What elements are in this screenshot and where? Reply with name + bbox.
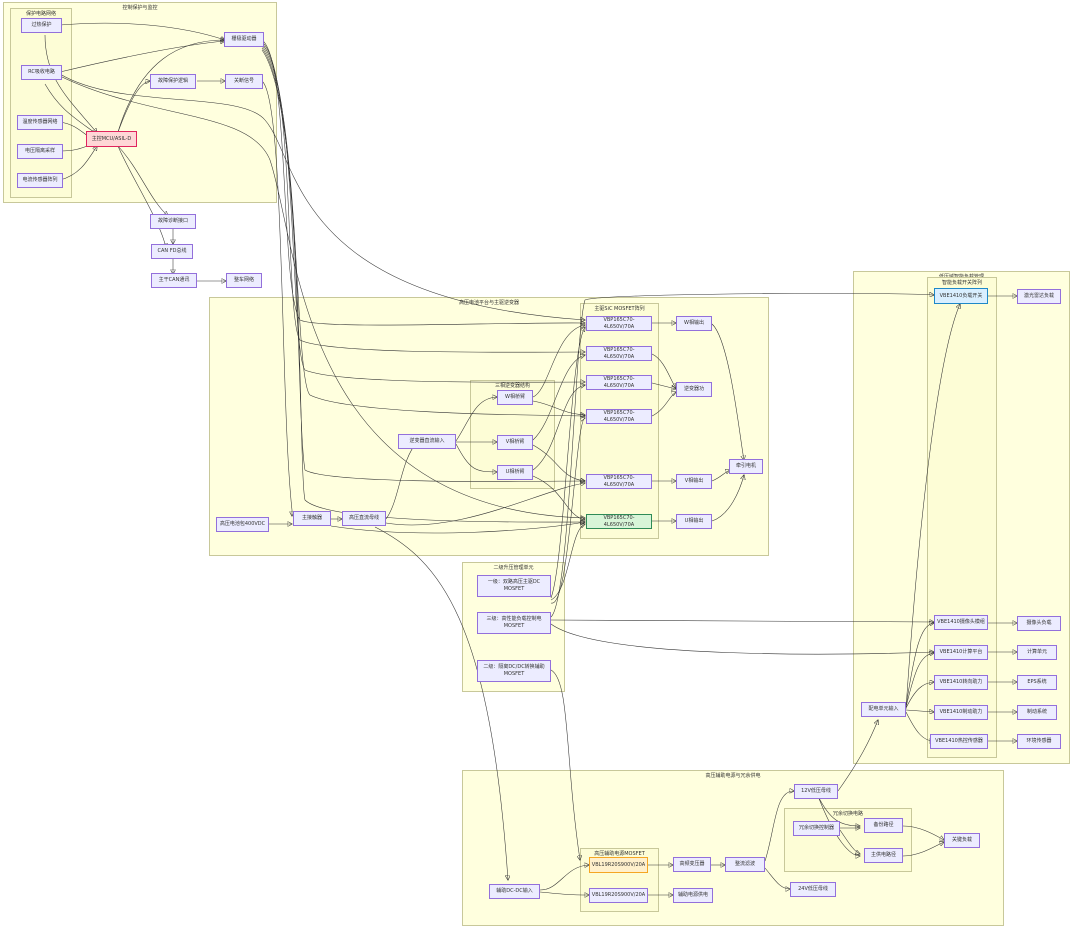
- node-load-eps: EPS系统: [1017, 675, 1057, 690]
- node-hv-battery: 高压电池包400VDC: [216, 517, 269, 532]
- group-title-smart-switch: 智能负载开关阵列: [941, 280, 982, 286]
- node-backup-path: 备份路径: [864, 818, 903, 833]
- node-load-env: 环境传感器: [1017, 734, 1061, 749]
- node-switch-eps: VBE1410转向助力: [934, 675, 988, 690]
- node-gate-driver: 栅极驱动器: [224, 32, 264, 47]
- group-title-main-mos: 主驱SiC MOSFET阵列: [594, 306, 645, 312]
- node-hf-transformer: 高频变压器: [673, 857, 711, 872]
- node-vbl-1: VBL19R20S900V/20A: [589, 857, 648, 873]
- node-v-bridge: V相桥臂: [497, 435, 533, 450]
- node-dc-stage-3: 三级：高性能负载控制电 MOSFET: [477, 612, 551, 634]
- group-title-dcdc: 二级升压管理单元: [493, 565, 534, 571]
- node-mos-6: VBP165C70-4L650V/70A: [586, 514, 652, 529]
- group-title-aux: 高压辅助电源与冗余供电: [705, 773, 761, 779]
- node-aux-power: 辅助电源供电: [673, 888, 713, 903]
- node-w-bridge: W相桥臂: [497, 390, 533, 405]
- node-bus-12v: 12V低压母线: [794, 784, 838, 799]
- node-overtemp: 过热保护: [21, 18, 62, 33]
- node-rectifier: 整流滤波: [725, 857, 765, 872]
- node-cur-array: 电流传感器阵列: [17, 173, 63, 188]
- group-protect-net: 保护电路网络: [10, 8, 72, 198]
- node-mos-3: VBP165C70-4L650V/70A: [586, 375, 652, 390]
- group-title-three-phase: 三相逆变器结构: [494, 383, 530, 389]
- node-bus-24v: 24V低压母线: [790, 882, 836, 897]
- node-mcu: 主控MCU/ASIL-D: [86, 131, 137, 147]
- node-rc-snubber: RC吸收电路: [21, 65, 62, 80]
- node-u-bridge: U相桥臂: [497, 465, 533, 480]
- node-mos-5: VBP165C70-4L650V/70A: [586, 474, 652, 489]
- node-hv-bus: 高压直流母线: [342, 511, 386, 526]
- node-load-lidar: 激光雷达负载: [1017, 289, 1061, 304]
- node-main-path: 主供电路径: [864, 848, 903, 863]
- node-vbl-2: VBL19R20S900V/20A: [589, 888, 648, 903]
- node-aux-input: 辅助DC-DC输入: [489, 884, 540, 899]
- node-dc-stage-2: 二级：隔离DC/DC转换辅助 MOSFET: [477, 660, 551, 682]
- node-switch-compute: VBE1410计算平台: [934, 645, 988, 660]
- node-dc-stage-1: 一级：双路高压主驱DC MOSFET: [477, 575, 551, 597]
- node-temp-net: 温度传感器网络: [17, 115, 63, 130]
- node-v-out: V相输出: [676, 474, 712, 489]
- node-u-out: U相输出: [676, 514, 712, 529]
- node-main-relay: 主接触器: [293, 511, 331, 526]
- node-traction: 牵引电机: [729, 459, 763, 474]
- node-shutdown: 关断信号: [225, 74, 263, 89]
- node-fault-logic: 故障保护逻辑: [150, 74, 196, 89]
- node-can-fd: CAN FD总线: [151, 244, 193, 259]
- node-load-compute: 计算单元: [1017, 645, 1057, 660]
- node-redundant-switch: 冗余切换控制器: [793, 821, 840, 836]
- node-inv-input: 逆变器直流输入: [398, 434, 456, 449]
- group-aux: 高压辅助电源与冗余供电: [462, 770, 1004, 926]
- node-can-comm: 主干CAN通讯: [151, 273, 197, 288]
- node-vcu: 整车网络: [226, 273, 262, 288]
- node-mos-1: VBP165C70-4L650V/70A: [586, 316, 652, 331]
- edge: [261, 39, 585, 325]
- node-switch-thermal: VBE1410热控传感器: [930, 734, 988, 749]
- node-critical-load: 关键负载: [944, 833, 980, 848]
- group-title-protect-net: 保护电路网络: [25, 11, 56, 17]
- group-title-control: 控制保护与监控: [122, 5, 158, 11]
- node-switch-lidar: VBE1410负载开关: [934, 288, 988, 304]
- group-title-redundant: 冗余切换电路: [832, 811, 863, 817]
- node-mos-2: VBP165C70-4L650V/70A: [586, 346, 652, 361]
- group-title-hv-dist: 高压电池平台与主驱逆变器: [458, 300, 519, 306]
- node-load-brake: 制动系统: [1017, 705, 1057, 720]
- node-load-camera: 摄像头负载: [1017, 616, 1061, 631]
- node-switch-brake: VBE1410制动助力: [934, 705, 988, 720]
- node-w-out: W相输出: [676, 316, 712, 331]
- node-switch-camera: VBE1410摄像头模组: [934, 615, 988, 630]
- node-diag-if: 故障诊断接口: [150, 214, 196, 229]
- node-volt-sample: 电压隔离采样: [17, 144, 63, 159]
- node-inv-brake: 逆变器功: [676, 382, 712, 397]
- group-title-aux-mos: 高压辅助电源MOSFET: [594, 851, 645, 857]
- node-mos-4: VBP165C70-4L650V/70A: [586, 409, 652, 424]
- node-dist-input: 配电单元输入: [861, 702, 906, 717]
